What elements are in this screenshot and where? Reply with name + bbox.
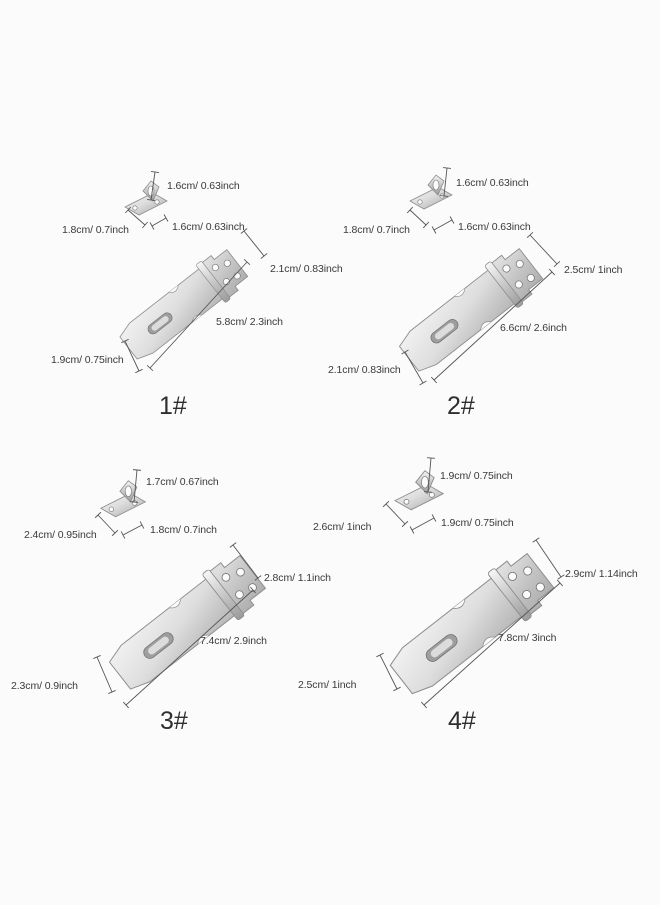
set-1-hasp-tip-width-label: 1.9cm/ 0.75inch (51, 354, 124, 366)
dim-4-staple-height (423, 457, 436, 493)
dim-2-hasp-length (430, 268, 556, 384)
set-1-staple-width-label: 1.8cm/ 0.7inch (62, 224, 129, 236)
staple-3 (99, 480, 147, 518)
set-1-number: 1# (159, 392, 187, 420)
set-1-staple-height-label: 1.6cm/ 0.63inch (167, 180, 240, 192)
set-4-staple-width-label: 2.6cm/ 1inch (313, 521, 372, 533)
dim-3-staple-height (129, 469, 142, 503)
dim-3-staple-width (94, 511, 119, 537)
set-1-hasp-length-label: 5.8cm/ 2.3inch (216, 316, 283, 328)
set-2-staple-depth-label: 1.6cm/ 0.63inch (458, 221, 531, 233)
hasp-plate-4 (389, 552, 555, 695)
set-2-hasp-tip-width-label: 2.1cm/ 0.83inch (328, 364, 401, 376)
set-4-staple-depth-label: 1.9cm/ 0.75inch (441, 517, 514, 529)
hasp-plate-1 (119, 249, 249, 360)
set-2-hasp-length-label: 6.6cm/ 2.6inch (500, 322, 567, 334)
dim-2-staple-height (439, 167, 452, 197)
set-3-hasp-tip-width-label: 2.3cm/ 0.9inch (11, 680, 78, 692)
set-1-hasp-width-label: 2.1cm/ 0.83inch (270, 263, 343, 275)
set-2-staple-width-label: 1.8cm/ 0.7inch (343, 224, 410, 236)
set-4-hasp-width-label: 2.9cm/ 1.14inch (565, 568, 638, 580)
dim-4-staple-width (382, 500, 409, 528)
dim-1-staple-width (125, 206, 148, 229)
set-3-number: 3# (160, 707, 188, 735)
dim-2-hasp-tip-width (401, 349, 427, 386)
dim-4-hasp-tip-width (376, 652, 401, 692)
set-1-staple-depth-label: 1.6cm/ 0.63inch (172, 221, 245, 233)
dim-1-hasp-width (240, 228, 268, 259)
set-4-hasp-tip-width-label: 2.5cm/ 1inch (298, 679, 357, 691)
set-4-number: 4# (448, 707, 476, 735)
dim-4-hasp-length (420, 579, 564, 709)
dimension-lines (93, 167, 565, 709)
dim-1-staple-depth (149, 214, 169, 230)
set-3-hasp-width-label: 2.8cm/ 1.1inch (264, 572, 331, 584)
set-3-staple-height-label: 1.7cm/ 0.67inch (146, 476, 219, 488)
set-4-staple-height-label: 1.9cm/ 0.75inch (440, 470, 513, 482)
dim-1-staple-height (146, 170, 160, 202)
dim-4-hasp-width (532, 537, 565, 580)
staple-1 (124, 180, 168, 216)
dim-2-hasp-width (526, 231, 561, 268)
dim-4-staple-depth (409, 514, 437, 534)
staple-2 (409, 174, 453, 210)
dim-3-hasp-length (122, 586, 257, 709)
set-3-staple-width-label: 2.4cm/ 0.95inch (24, 529, 97, 541)
dim-2-staple-width (406, 206, 430, 229)
set-2-hasp-width-label: 2.5cm/ 1inch (564, 264, 623, 276)
dim-2-staple-depth (431, 216, 455, 234)
dim-3-hasp-tip-width (93, 655, 116, 694)
set-2-staple-height-label: 1.6cm/ 0.63inch (456, 177, 529, 189)
set-3-staple-depth-label: 1.8cm/ 0.7inch (150, 524, 217, 536)
set-3-hasp-length-label: 7.4cm/ 2.9inch (200, 635, 267, 647)
set-4-hasp-length-label: 7.8cm/ 3inch (498, 632, 557, 644)
hasp-plate-2 (398, 247, 544, 372)
dim-3-staple-depth (120, 521, 145, 539)
dim-1-hasp-tip-width (121, 338, 143, 374)
hasp-plate-3 (108, 554, 267, 690)
hasp-set-3 (99, 480, 267, 690)
hasp-set-1 (119, 180, 249, 360)
staple-4 (394, 470, 445, 511)
hasp-set-2 (398, 174, 544, 372)
hasp-set-4 (389, 470, 555, 695)
dim-3-hasp-width (229, 542, 262, 581)
set-2-number: 2# (447, 392, 475, 420)
dim-1-hasp-length (146, 258, 251, 372)
